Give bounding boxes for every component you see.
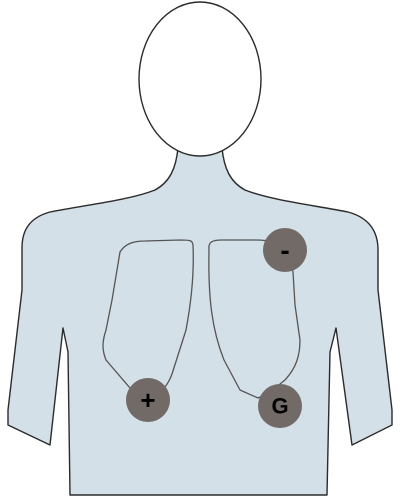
head-outline <box>138 1 262 157</box>
torso-silhouette <box>7 147 393 496</box>
right-lung-outline <box>208 239 301 399</box>
electrode-negative-label: - <box>280 235 289 266</box>
electrode-positive-label: + <box>140 385 155 415</box>
electrode-ground: G <box>258 384 302 428</box>
electrode-negative: - <box>263 228 307 272</box>
electrode-negative-marker <box>263 228 307 272</box>
left-lung-outline <box>102 239 194 399</box>
electrode-positive-marker <box>126 378 170 422</box>
electrode-ground-label: G <box>271 394 288 419</box>
electrode-positive: + <box>126 378 170 422</box>
electrode-ground-marker <box>258 384 302 428</box>
